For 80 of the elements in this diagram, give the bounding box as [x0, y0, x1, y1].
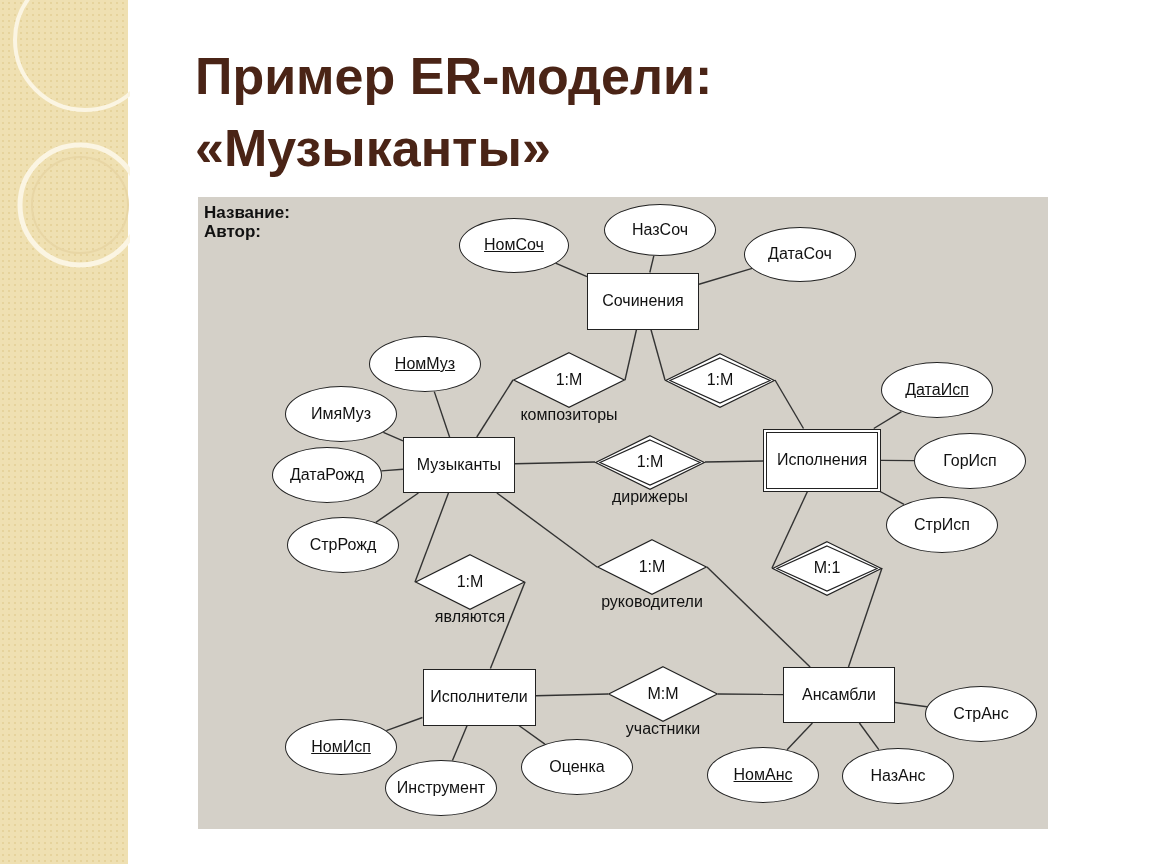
connector-line: [706, 566, 811, 668]
attribute-name: ДатаРожд: [289, 466, 365, 484]
connector-line: [554, 262, 588, 278]
connector-line: [375, 492, 420, 524]
cardinality-label: 1:M: [636, 453, 664, 471]
relationship-name: руководители: [601, 593, 703, 611]
relationship-name: дирижеры: [611, 487, 689, 506]
relationship-name: участники: [625, 720, 701, 738]
relationship-diamond: [513, 352, 625, 408]
connector-line: [382, 431, 404, 442]
connector-line: [894, 701, 928, 708]
attribute-name: НомАнс: [733, 766, 793, 784]
connector-line: [514, 461, 596, 465]
attribute-name: ГорИсп: [943, 452, 997, 470]
connector-line: [380, 468, 404, 472]
entity-box: [403, 437, 515, 493]
cardinality-label: 1:M: [555, 371, 583, 389]
connector-line: [414, 492, 450, 583]
relationship-diamond: [597, 539, 707, 595]
weak-relationship-diamond: [665, 352, 775, 408]
attribute-name: ИмяМуз: [311, 405, 371, 423]
attribute-name: ДатаИсп: [905, 381, 969, 399]
weak-relationship-diamond: [772, 540, 882, 596]
attribute-name: Оценка: [549, 758, 605, 776]
attribute-name: СтрИсп: [914, 516, 970, 534]
entity-name: Музыканты: [416, 456, 502, 474]
header-field-label: Автор:: [204, 222, 262, 241]
connector-line: [786, 722, 814, 751]
weak-entity-box: [763, 428, 881, 492]
weak-relationship-diamond: [595, 434, 705, 490]
connector-line: [847, 567, 883, 668]
attribute-name: НомИсп: [311, 738, 371, 756]
connector-line: [476, 379, 514, 438]
attribute-ellipse: [285, 386, 397, 442]
attribute-name: НазСоч: [631, 221, 688, 239]
cardinality-label: M:1: [813, 559, 841, 577]
connector-line: [704, 460, 764, 463]
connector-line: [774, 379, 805, 430]
attribute-ellipse: [285, 719, 397, 775]
connector-line: [385, 716, 424, 732]
entity-name: Ансамбли: [802, 686, 876, 704]
connector-line: [433, 390, 451, 438]
attribute-name: НомМуз: [394, 355, 456, 373]
cardinality-label: 1:M: [706, 371, 734, 389]
attribute-name: СтрАнс: [953, 705, 1009, 723]
connector-line: [650, 328, 666, 381]
entity-name: Исполнения: [776, 451, 868, 469]
connector-line: [496, 492, 598, 568]
slide-title: Пример ER-модели: «Музыканты»: [195, 46, 714, 179]
cardinality-label: M:M: [647, 685, 679, 703]
connector-line: [624, 328, 638, 381]
connector-line: [879, 490, 905, 506]
relationship-diamond: [415, 554, 525, 610]
attribute-name: НомСоч: [484, 236, 544, 254]
connector-line: [649, 255, 655, 274]
connector-line: [771, 490, 809, 569]
connector-line: [717, 693, 784, 696]
attribute-name: ДатаСоч: [768, 245, 832, 263]
attribute-ellipse: [385, 760, 497, 816]
entity-box: [422, 668, 536, 726]
entity-name: Сочинения: [602, 292, 684, 310]
connector-line: [698, 267, 753, 285]
relationship-name: являются: [434, 608, 506, 626]
header-field-label: Название:: [204, 203, 290, 222]
attribute-name: Инструмент: [396, 779, 486, 797]
relationship-name: композиторы: [520, 406, 618, 424]
connector-line: [489, 581, 526, 670]
connector-line: [451, 724, 468, 762]
connector-line: [518, 724, 546, 745]
connector-line: [880, 459, 915, 462]
relationship-diamond: [608, 666, 718, 722]
entity-name: Исполнители: [430, 688, 528, 706]
cardinality-label: 1:M: [456, 573, 484, 591]
cardinality-label: 1:M: [638, 558, 666, 576]
connector-line: [873, 410, 903, 430]
attribute-name: НазАнс: [870, 767, 926, 785]
attribute-name: СтрРожд: [309, 536, 377, 554]
connector-line: [534, 693, 609, 697]
entity-box: [587, 272, 699, 330]
entity-box: [783, 667, 895, 723]
